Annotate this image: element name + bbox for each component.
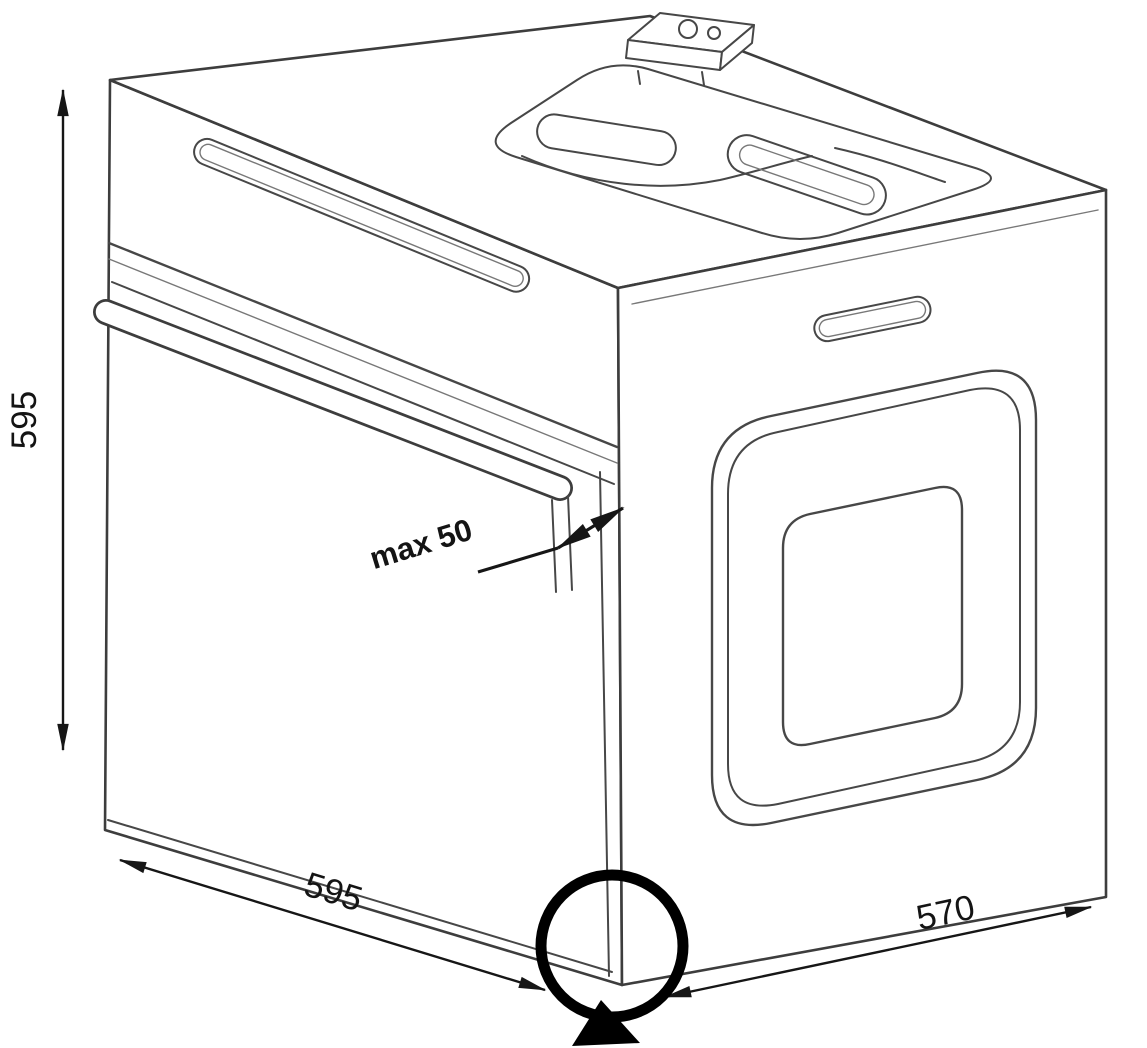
vent-recess-outline (494, 64, 992, 240)
control-panel-divider-line (107, 241, 619, 449)
side-frame-inner (727, 387, 1021, 807)
bracket-knob-large (678, 19, 698, 39)
bracket-knob-small (707, 26, 721, 40)
mounting-bracket (625, 12, 755, 86)
vent-pocket-inner-line (738, 144, 875, 206)
door-handle (95, 301, 571, 499)
corner-highlight (535, 869, 689, 1046)
control-display-slot (193, 137, 531, 293)
vent-pocket (726, 134, 887, 216)
side-grip-slot-outline (813, 295, 932, 343)
vent-island (536, 113, 677, 167)
protrusion-dimension-arrow (556, 506, 625, 550)
top-face-details (494, 12, 992, 240)
front-face-details (93, 137, 619, 977)
depth-dimension-arrow (663, 905, 1093, 999)
side-grip-slot-inner-line (818, 300, 927, 338)
protrusion-leader-line (477, 546, 559, 574)
door-right-edge-line (599, 471, 610, 977)
side-face-details (631, 209, 1099, 827)
mounting-bracket-side (719, 24, 755, 71)
side-frame-outer (710, 369, 1038, 827)
side-top-edge-inner-line (631, 209, 1099, 305)
vent-channel-curve-1 (521, 155, 813, 187)
side-grip-slot (813, 295, 932, 343)
bracket-leg-2 (701, 71, 705, 86)
oven-side-face (616, 188, 1108, 987)
vent-channel-curve-2 (834, 147, 946, 183)
door-top-gap-line (111, 281, 615, 485)
display-slot-outline (193, 137, 531, 293)
width-dimension-arrow (118, 858, 547, 992)
vent-island-outline (536, 113, 677, 167)
vent-pocket-outline (726, 134, 887, 216)
handle-end-edge-line-1 (551, 499, 557, 593)
bracket-leg-1 (637, 70, 641, 85)
height-dimension-label: 595 (5, 391, 44, 449)
display-slot-inner-line (199, 143, 524, 288)
side-window-outline (781, 485, 964, 747)
corner-pointer-arrow (572, 1000, 640, 1046)
control-panel-divider-inner-line (108, 258, 618, 464)
